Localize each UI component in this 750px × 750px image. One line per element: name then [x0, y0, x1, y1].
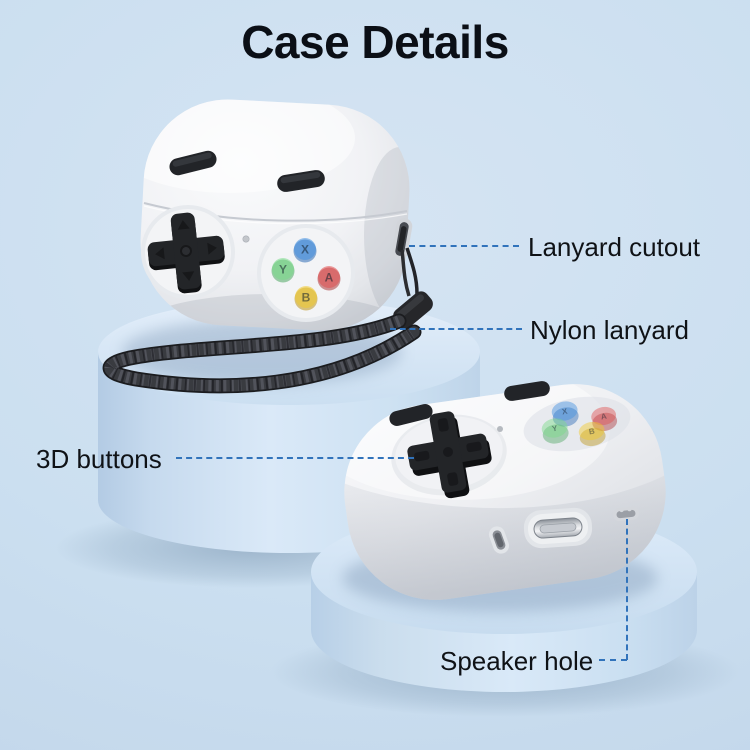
svg-text:A: A [600, 412, 607, 422]
speaker-hole [613, 506, 639, 522]
svg-text:B: B [302, 291, 311, 305]
3d-buttons-leader-line [176, 457, 414, 459]
svg-text:Y: Y [551, 424, 558, 434]
nylon-lanyard-label: Nylon lanyard [530, 315, 689, 345]
svg-text:X: X [301, 243, 309, 257]
page-title: Case Details [241, 16, 509, 68]
top-case-button-a: A [317, 266, 341, 291]
3d-buttons-label: 3D buttons [36, 444, 162, 474]
lanyard-loop [102, 313, 422, 394]
top-case-button-x: X [293, 238, 317, 263]
bottom-case-dpad [407, 411, 492, 499]
nylon-lanyard [102, 247, 433, 394]
bottom-case-button-x: X [551, 401, 579, 427]
svg-text:A: A [325, 271, 334, 285]
bottom-case-shoulder-button-left [389, 403, 433, 427]
bottom-lanyard-hole [488, 526, 510, 554]
bottom-case-button-a: A [591, 406, 618, 432]
nylon-lanyard-leader-line [390, 328, 522, 330]
speaker-hole-leader-line-vertical [626, 519, 628, 660]
lanyard-cutout-label: Lanyard cutout [528, 232, 701, 262]
svg-text:B: B [588, 427, 595, 437]
bottom-case-button-y: Y [541, 418, 569, 444]
top-case-shoulder-button-right [277, 170, 325, 192]
bottom-case-xyab-buttons: X A Y B [541, 401, 618, 447]
bottom-led-indicator [497, 426, 503, 432]
svg-text:Y: Y [279, 263, 287, 277]
bottom-buttons-recess [523, 396, 631, 452]
led-indicator [242, 235, 250, 243]
top-case-xyab-buttons: X Y A B [271, 238, 341, 311]
top-case-button-y: Y [271, 258, 295, 283]
svg-text:X: X [561, 407, 568, 417]
top-case-dpad [147, 212, 225, 294]
charging-port [523, 507, 593, 549]
bottom-case-button-b: B [578, 421, 606, 447]
speaker-hole-leader-line-horizontal [599, 659, 627, 661]
lanyard-cord-thin [400, 249, 411, 297]
top-case-button-b: B [294, 286, 318, 311]
lanyard-cutout-leader-line [409, 245, 519, 247]
bottom-case: X A Y B [332, 372, 675, 612]
top-case-shoulder-button-left [169, 150, 217, 176]
bottom-case-shoulder-button-right [504, 381, 550, 401]
speaker-hole-label: Speaker hole [440, 646, 594, 676]
